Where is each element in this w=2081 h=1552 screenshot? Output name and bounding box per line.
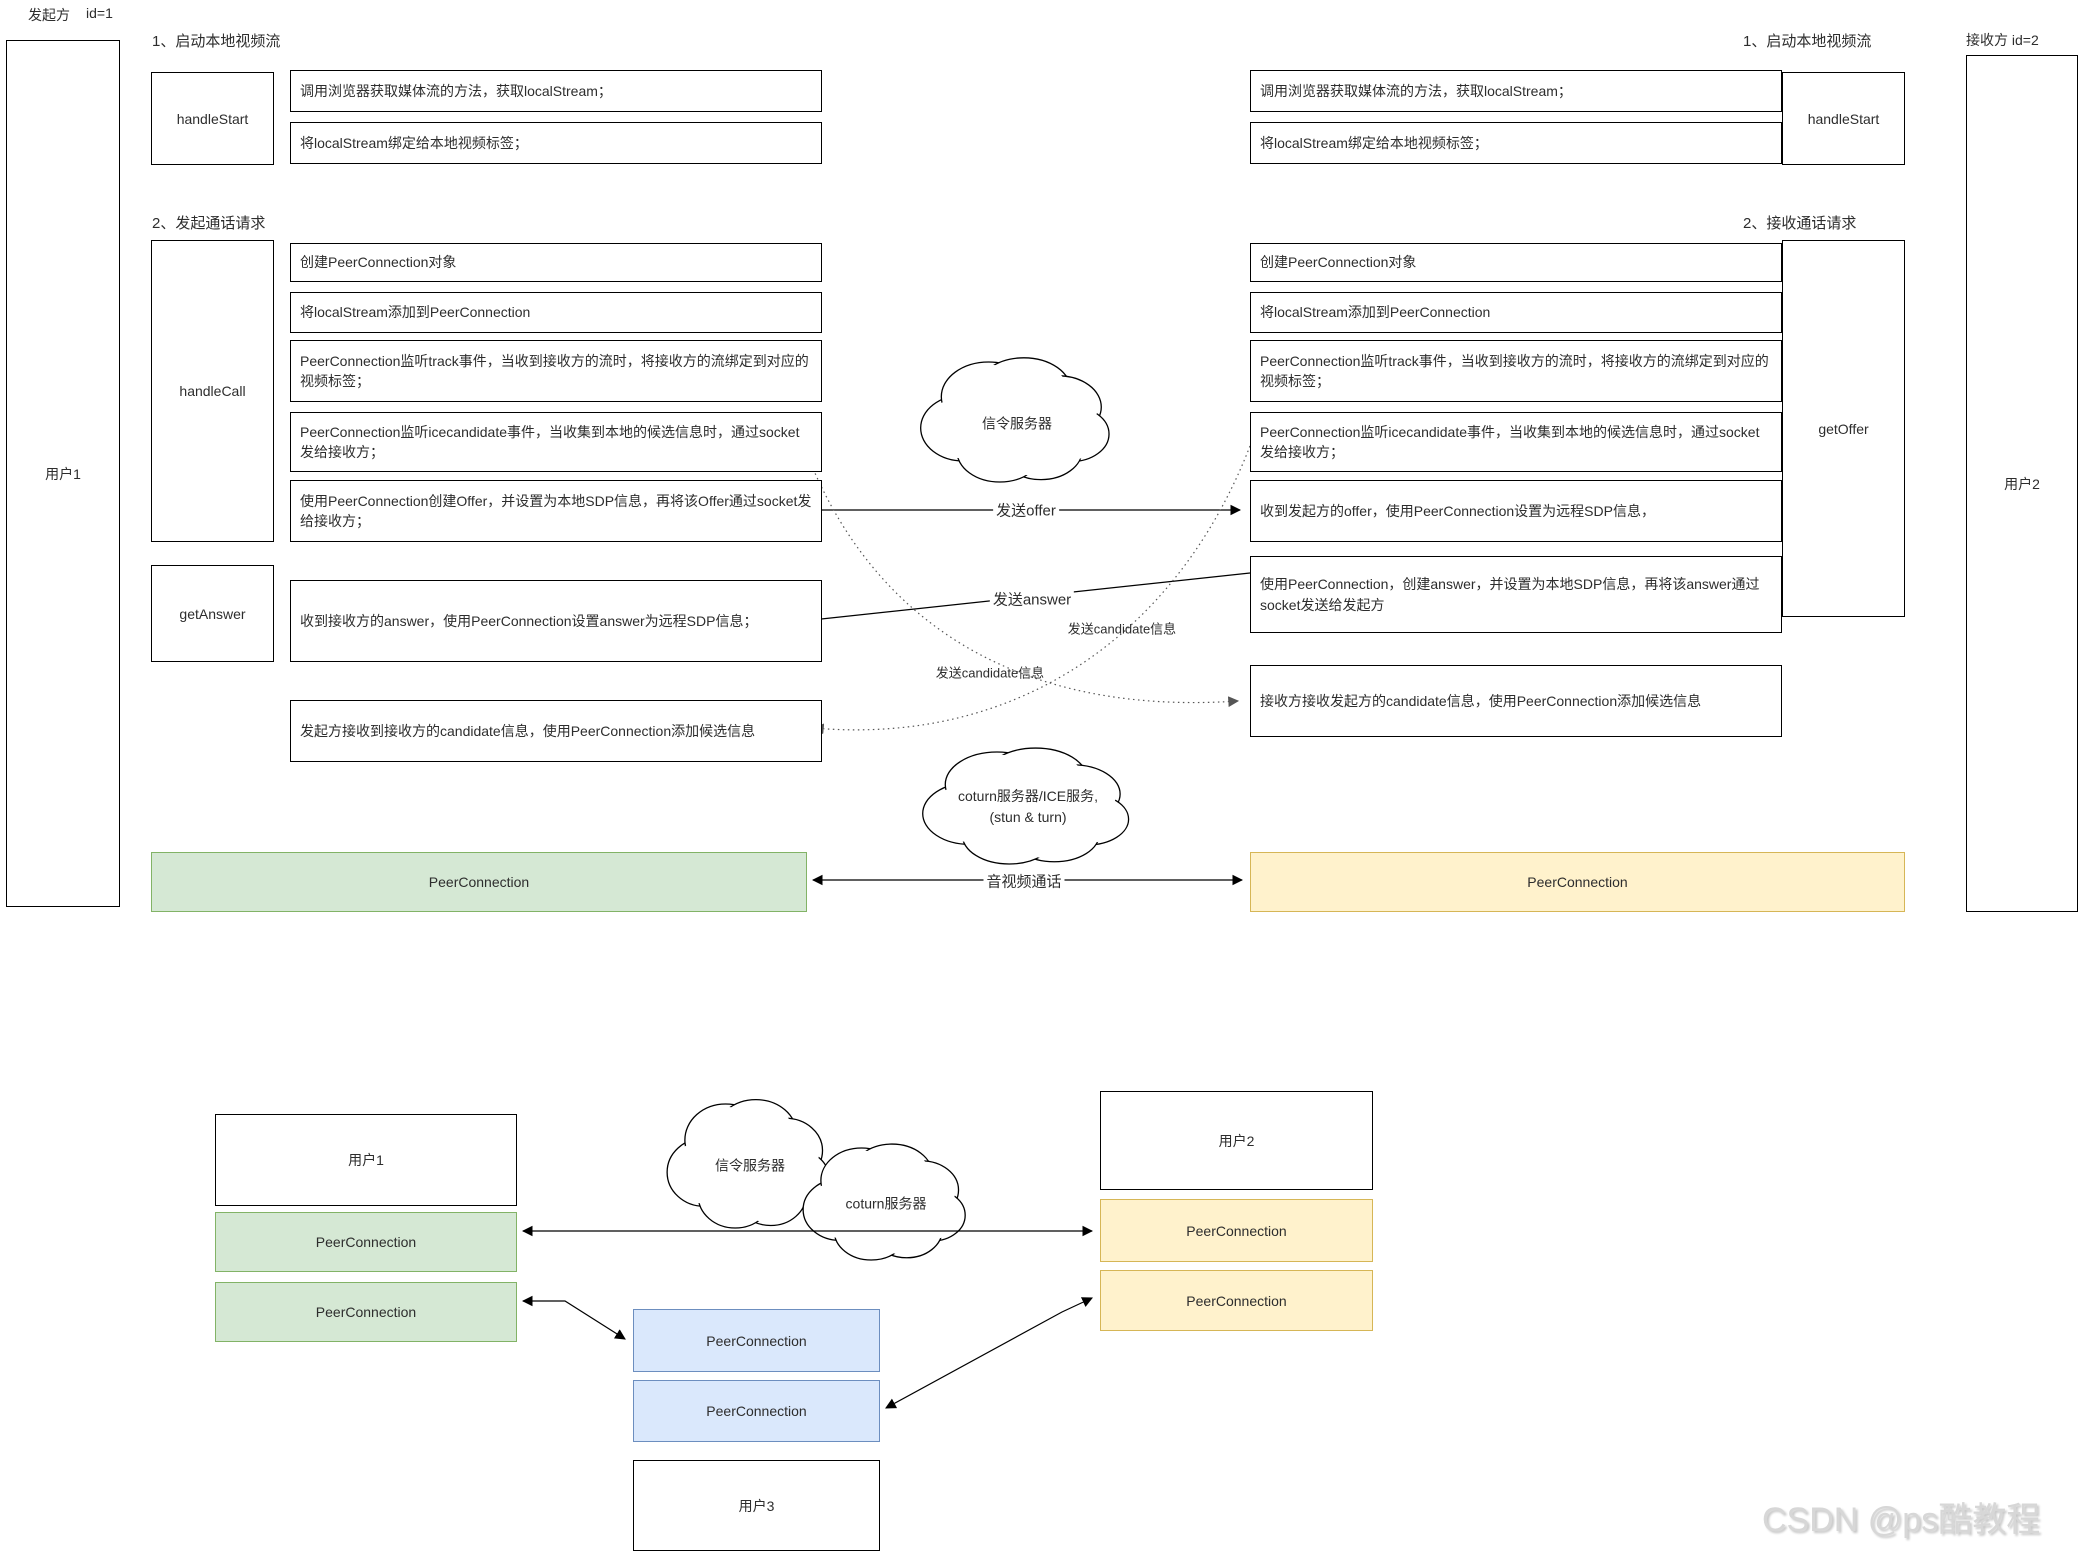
right-s1-row2: 将localStream绑定给本地视频标签； (1250, 122, 1782, 164)
right-s1-row1: 调用浏览器获取媒体流的方法，获取localStream； (1250, 70, 1782, 112)
left-s2-row2: 将localStream添加到PeerConnection (290, 292, 822, 333)
left-peerconnection-bar: PeerConnection (151, 852, 807, 912)
left-s2-row3-text: PeerConnection监听track事件，当收到接收方的流时，将接收方的流… (300, 352, 809, 389)
handlestart-right-box: handleStart (1782, 72, 1905, 165)
right-s2-row1: 创建PeerConnection对象 (1250, 243, 1782, 282)
right-s2-row2-text: 将localStream添加到PeerConnection (1260, 304, 1491, 321)
right-s2-row4: PeerConnection监听icecandidate事件，当收集到本地的候选… (1250, 412, 1782, 472)
receiver-label: 接收方 id=2 (1966, 32, 2039, 48)
bottom-yellow-pc2-label: PeerConnection (1186, 1292, 1287, 1309)
left-s2-row4: PeerConnection监听icecandidate事件，当收集到本地的候选… (290, 412, 822, 472)
right-s2-row3: PeerConnection监听track事件，当收到接收方的流时，将接收方的流… (1250, 340, 1782, 402)
right-s1-row1-text: 调用浏览器获取媒体流的方法，获取localStream； (1260, 82, 1572, 99)
lane-user2: 用户2 (1966, 55, 2078, 912)
send-offer-label: 发送offer (993, 499, 1059, 521)
bottom-user1-label: 用户1 (348, 1152, 384, 1168)
left-s2-row5: 使用PeerConnection创建Offer，并设置为本地SDP信息，再将该O… (290, 480, 822, 542)
left-s2-row2-text: 将localStream添加到PeerConnection (300, 304, 531, 321)
coturn-cloud-line2: (stun & turn) (989, 809, 1067, 825)
lane-user1: 用户1 (6, 40, 120, 907)
right-offer-row: 收到发起方的offer，使用PeerConnection设置为远程SDP信息， (1250, 480, 1782, 542)
right-s1-row2-text: 将localStream绑定给本地视频标签； (1260, 134, 1488, 151)
left-s2-row1-text: 创建PeerConnection对象 (300, 254, 457, 271)
bottom-yellow-pc1-label: PeerConnection (1186, 1222, 1287, 1239)
signal-server-cloud-label: 信令服务器 (982, 415, 1052, 432)
bottom-blue-pc2-label: PeerConnection (706, 1403, 807, 1419)
bottom-green-pc2: PeerConnection (215, 1282, 517, 1342)
handlecall-box: handleCall (151, 240, 274, 542)
bottom-user2-label: 用户2 (1218, 1132, 1255, 1149)
bottom-yellow-pc2: PeerConnection (1100, 1270, 1373, 1331)
lane-user1-label: 用户1 (45, 465, 81, 482)
left-s1-row2-text: 将localStream绑定给本地视频标签； (300, 134, 528, 151)
left-s1-row1-text: 调用浏览器获取媒体流的方法，获取localStream； (300, 82, 612, 99)
handlestart-left-box: handleStart (151, 72, 274, 165)
right-answer-row: 使用PeerConnection，创建answer，并设置为本地SDP信息，再将… (1250, 556, 1782, 633)
right-answer-row-text: 使用PeerConnection，创建answer，并设置为本地SDP信息，再将… (1260, 576, 1760, 613)
bottom-green-pc1-label: PeerConnection (315, 1234, 417, 1250)
right-candidate-row-text: 接收方接收发起方的candidate信息，使用PeerConnection添加候… (1260, 692, 1702, 709)
bottom-blue-pc1-label: PeerConnection (706, 1332, 807, 1349)
getoffer-label: getOffer (1818, 420, 1869, 437)
av-call-label: 音视频通话 (983, 870, 1065, 892)
initiator-label: 发起方 (28, 7, 70, 23)
right-s2-row3-text: PeerConnection监听track事件，当收到接收方的流时，将接收方的流… (1260, 352, 1769, 389)
right-s2-row1-text: 创建PeerConnection对象 (1260, 254, 1417, 271)
getoffer-box: getOffer (1782, 240, 1905, 617)
bottom-blue-pc2: PeerConnection (633, 1380, 880, 1442)
bottom-user3-box: 用户3 (633, 1460, 880, 1551)
section-left-1: 1、启动本地视频流 (152, 33, 281, 50)
section-left-2: 2、发起通话请求 (152, 215, 266, 232)
bottom-user2-box: 用户2 (1100, 1091, 1373, 1190)
bottom-yellow-pc1: PeerConnection (1100, 1199, 1373, 1262)
bottom-blue2-yellow2-arrow (885, 1297, 1093, 1409)
left-peerconnection-label: PeerConnection (428, 874, 530, 890)
right-offer-row-text: 收到发起方的offer，使用PeerConnection设置为远程SDP信息， (1260, 502, 1655, 519)
right-peerconnection-bar: PeerConnection (1250, 852, 1905, 912)
initiator-id-label: id=1 (86, 5, 113, 21)
right-peerconnection-label: PeerConnection (1527, 874, 1628, 890)
left-s2-row3: PeerConnection监听track事件，当收到接收方的流时，将接收方的流… (290, 340, 822, 402)
bottom-green-pc2-label: PeerConnection (315, 1304, 417, 1320)
bottom-green2-blue1-arrow (521, 1295, 626, 1340)
handlestart-right-label: handleStart (1807, 110, 1880, 127)
bottom-blue-pc1: PeerConnection (633, 1309, 880, 1372)
left-s1-row2: 将localStream绑定给本地视频标签； (290, 122, 822, 164)
handlecall-label: handleCall (179, 383, 246, 399)
left-s2-row4-text: PeerConnection监听icecandidate事件，当收集到本地的候选… (300, 423, 800, 460)
section-right-1: 1、启动本地视频流 (1743, 33, 1872, 50)
left-s2-row1: 创建PeerConnection对象 (290, 243, 822, 282)
right-s2-row2: 将localStream添加到PeerConnection (1250, 292, 1782, 333)
left-answer-row: 收到接收方的answer，使用PeerConnection设置answer为远程… (290, 580, 822, 662)
right-s2-row4-text: PeerConnection监听icecandidate事件，当收集到本地的候选… (1260, 423, 1760, 460)
lane-user2-label: 用户2 (2004, 475, 2040, 492)
send-candidate-label-1: 发送candidate信息 (1067, 621, 1177, 637)
section-right-2: 2、接收通话请求 (1743, 215, 1857, 232)
left-s1-row1: 调用浏览器获取媒体流的方法，获取localStream； (290, 70, 822, 112)
bottom-user1-box: 用户1 (215, 1114, 517, 1206)
getanswer-label: getAnswer (179, 605, 246, 622)
coturn-cloud-line1: coturn服务器/ICE服务, (957, 788, 1099, 804)
handlestart-left-label: handleStart (176, 110, 249, 127)
left-candidate-row: 发起方接收到接收方的candidate信息，使用PeerConnection添加… (290, 700, 822, 762)
coturn-server-cloud-label: coturn服务器/ICE服务, (stun & turn) (958, 786, 1098, 828)
bottom-user3-label: 用户3 (738, 1497, 775, 1514)
left-candidate-row-text: 发起方接收到接收方的candidate信息，使用PeerConnection添加… (300, 722, 756, 739)
signal-server-cloud2-label: 信令服务器 (715, 1157, 785, 1174)
csdn-watermark: CSDN @ps酷教程 (1762, 1501, 2041, 1539)
left-s2-row5-text: 使用PeerConnection创建Offer，并设置为本地SDP信息，再将该O… (300, 492, 812, 529)
send-candidate-label-2: 发送candidate信息 (935, 665, 1045, 681)
bottom-green-pc1: PeerConnection (215, 1212, 517, 1272)
getanswer-box: getAnswer (151, 565, 274, 662)
left-answer-row-text: 收到接收方的answer，使用PeerConnection设置answer为远程… (300, 612, 758, 629)
send-answer-label: 发送answer (989, 588, 1075, 610)
coturn-server-cloud2-label: coturn服务器 (845, 1195, 927, 1212)
right-candidate-row: 接收方接收发起方的candidate信息，使用PeerConnection添加候… (1250, 665, 1782, 737)
